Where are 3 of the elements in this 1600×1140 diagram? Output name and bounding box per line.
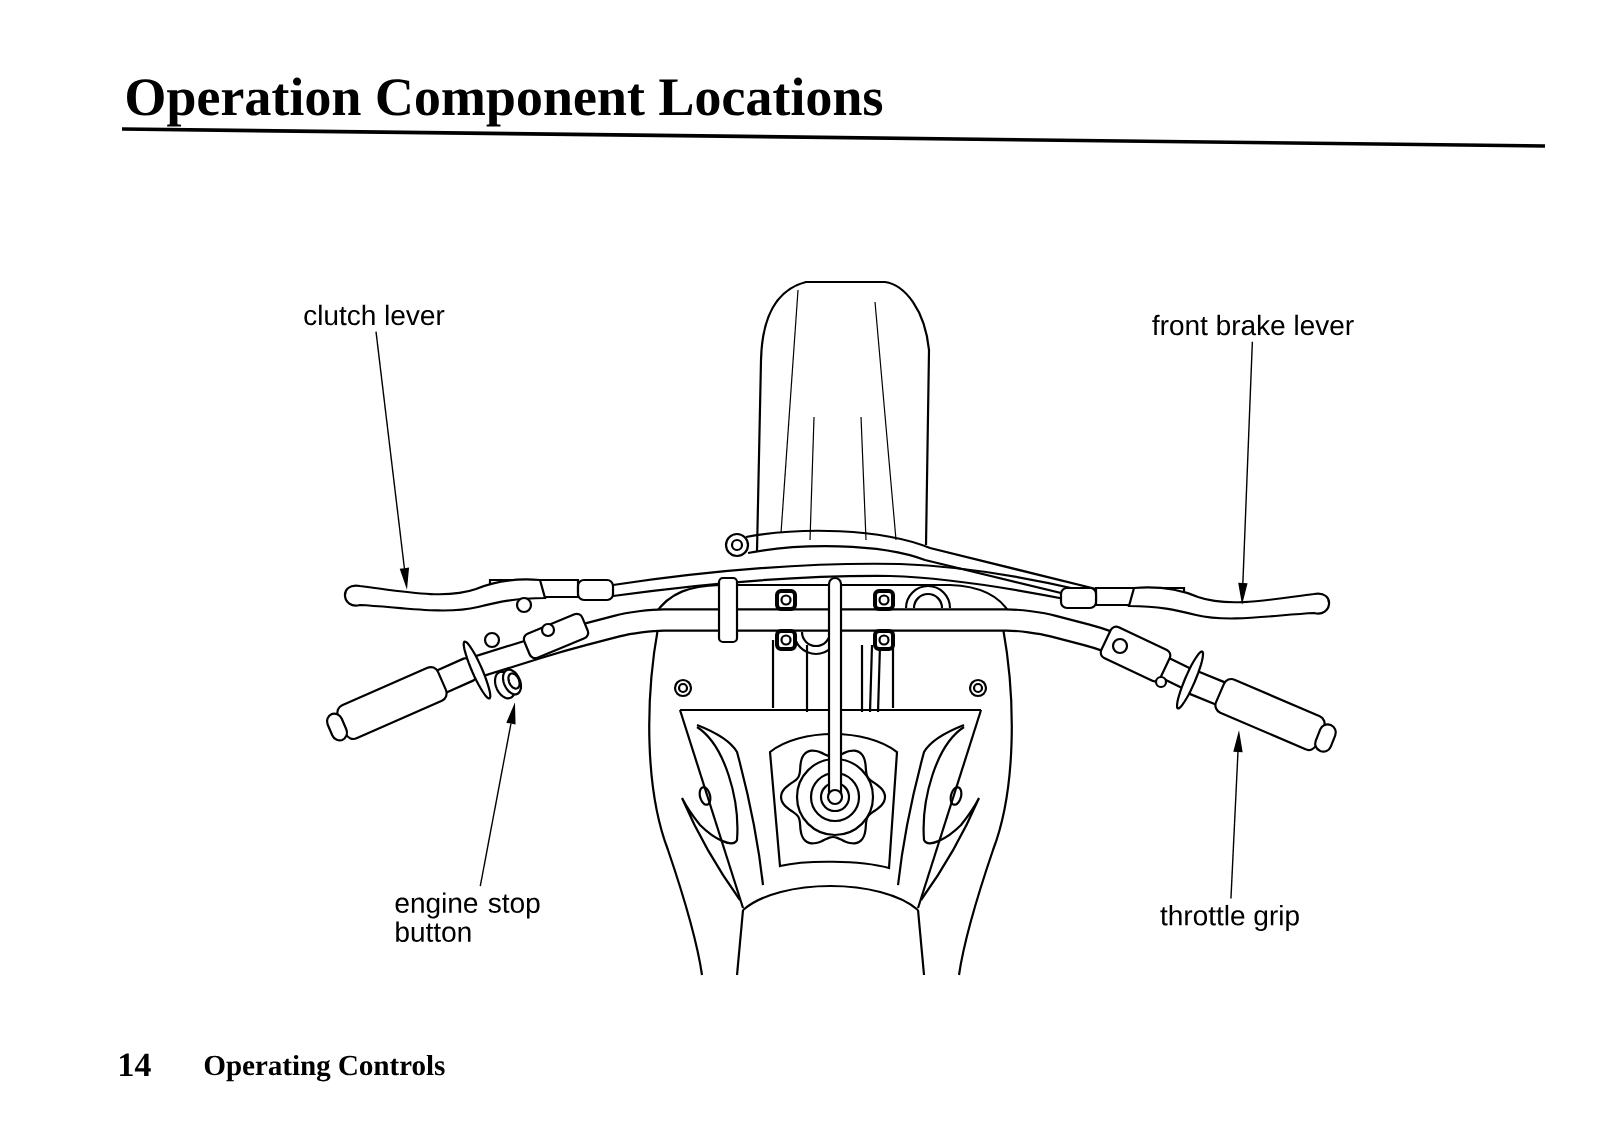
page-title: Operation Component Locations bbox=[127, 77, 883, 127]
page-number: 14 bbox=[120, 1053, 151, 1076]
footer-text: Operating Controls bbox=[204, 1054, 445, 1082]
